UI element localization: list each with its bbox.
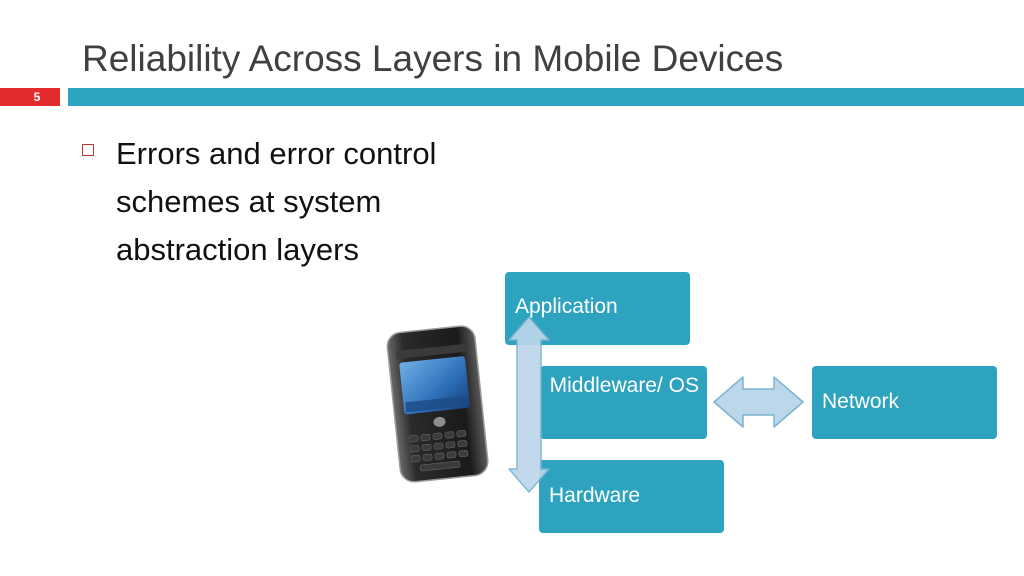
hardware-node: Hardware <box>539 460 724 533</box>
middleware-node: Middleware/ OS <box>540 366 707 439</box>
slide-title: Reliability Across Layers in Mobile Devi… <box>82 38 784 79</box>
header-rule-left <box>0 88 14 106</box>
slide-number: 5 <box>14 88 60 106</box>
smartphone-image <box>386 325 489 483</box>
bullet-square-icon <box>82 144 94 156</box>
hardware-label: Hardware <box>549 484 641 507</box>
bullet-text: Errors and error control schemes at syst… <box>116 136 437 267</box>
header-rule-right <box>68 88 1024 106</box>
application-label: Application <box>515 295 618 318</box>
middleware-label: Middleware/ OS <box>549 374 699 397</box>
vertical-double-arrow <box>508 316 550 493</box>
network-node: Network <box>812 366 997 439</box>
horizontal-double-arrow <box>713 376 804 428</box>
network-label: Network <box>822 390 900 413</box>
